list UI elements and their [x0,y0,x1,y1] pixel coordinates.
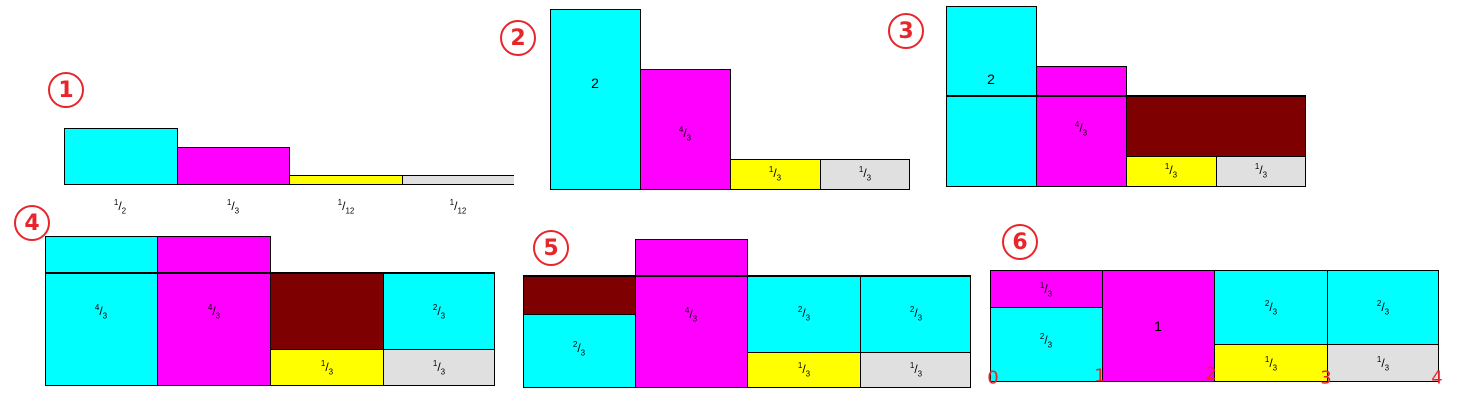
bar-cyan-left [523,314,636,388]
bar-gray [1327,344,1439,382]
axis-label-2: 2 [1205,363,1217,385]
level-line [946,95,1306,97]
label-third-gray: 1/3 [1254,162,1268,180]
axis-label-4: 4 [1431,367,1443,389]
label-two-thirds-b: 2/3 [1264,299,1278,317]
bar-yellow [747,352,861,388]
bar-gray [402,175,514,185]
label-third-yellow: 1/3 [1264,355,1278,373]
label-two-thirds-a: 2/3 [572,340,586,358]
label-four-thirds: 4/3 [684,306,698,324]
panel-6-badge: 6 [1002,224,1038,260]
bar-yellow [270,349,384,386]
bar-cyan-mid [747,276,861,353]
bar-magenta [1102,270,1215,382]
bar-magenta-top [990,270,1103,308]
label-two-thirds-a: 2/3 [1039,332,1053,350]
bar-cyan [550,9,641,190]
label-third-yellow: 1/3 [797,361,811,379]
bar-yellow [730,159,821,190]
label-four-thirds: 4/3 [678,125,692,143]
bar-gray [860,352,971,388]
label-third-gray: 1/3 [432,359,446,377]
label-third-magenta: 1/3 [1039,281,1053,299]
panel-2-badge: 2 [500,20,536,56]
bar-cyan [45,236,158,386]
panel-4-badge: 4 [14,205,50,241]
label-two-thirds: 2/3 [432,303,446,321]
label-four-thirds: 4/3 [1074,120,1088,138]
bar-gray [1216,156,1306,187]
label-third-yellow: 1/3 [768,165,782,183]
level-line [45,272,495,274]
axis-label-3: 3 [1320,367,1332,389]
bar-gray [820,159,910,190]
block-maroon [523,276,636,315]
label-four-thirds-a: 4/3 [94,303,108,321]
block-maroon [1126,96,1306,157]
label-four-thirds-b: 4/3 [207,303,221,321]
label-third: 1/3 [226,198,240,216]
label-two-thirds-c: 2/3 [1376,299,1390,317]
panel-5-badge: 5 [533,230,569,266]
label-two: 2 [987,71,995,87]
axis-label-1: 1 [1094,365,1106,387]
bar-magenta [640,69,731,190]
bar-magenta [1036,66,1127,187]
label-two: 2 [591,75,599,91]
bar-magenta [177,147,290,185]
label-third-gray: 1/3 [909,361,923,379]
bar-yellow [1214,344,1328,382]
bar-cyan [64,128,178,185]
label-third-yellow: 1/3 [320,359,334,377]
label-twelfth-1: 1/12 [337,198,355,216]
label-half: 1/2 [113,198,127,216]
label-third-gray: 1/3 [1376,355,1390,373]
bar-gray [383,349,495,386]
block-maroon [270,273,384,350]
label-third-yellow: 1/3 [1164,162,1178,180]
level-line [523,275,971,277]
bar-magenta [157,236,271,386]
label-one: 1 [1154,318,1162,334]
axis-label-0: 0 [987,367,999,389]
label-two-thirds-c: 2/3 [909,305,923,323]
bar-yellow [1126,156,1217,187]
label-third-gray: 1/3 [858,165,872,183]
label-two-thirds-b: 2/3 [797,305,811,323]
bar-yellow [289,175,403,185]
bar-cyan-mid [1214,270,1328,345]
label-twelfth-2: 1/12 [449,198,467,216]
bar-magenta [635,239,748,388]
panel-1-badge: 1 [48,72,84,108]
panel-3-badge: 3 [888,13,924,49]
